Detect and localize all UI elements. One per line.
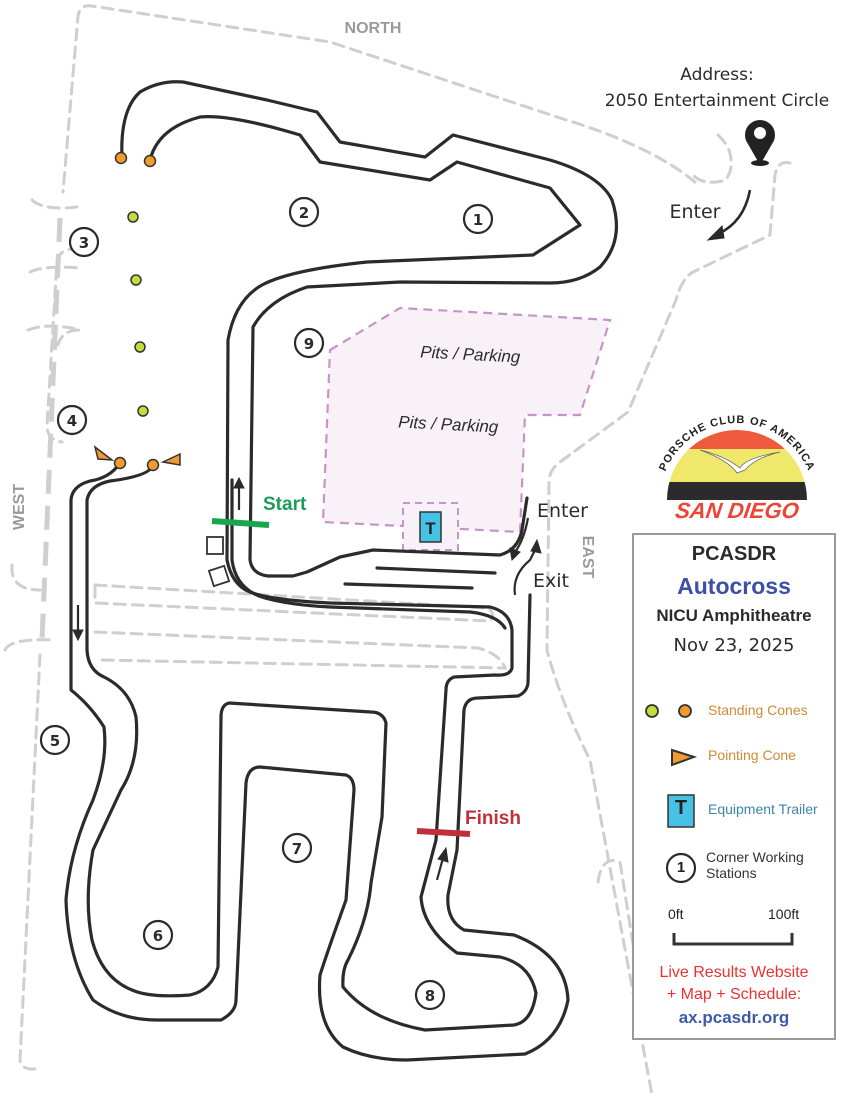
green-cone bbox=[127, 211, 139, 223]
svg-text:2: 2 bbox=[299, 204, 309, 222]
green-cone bbox=[137, 405, 149, 417]
pits-enter-label: Enter bbox=[537, 500, 588, 522]
orange-cone-icon bbox=[678, 704, 692, 718]
results-line-2: + Map + Schedule: bbox=[666, 986, 802, 1003]
property-boundaries bbox=[3, 4, 792, 1097]
svg-text:4: 4 bbox=[67, 412, 77, 430]
svg-text:3: 3 bbox=[79, 234, 89, 252]
direction-arrows bbox=[72, 189, 752, 881]
legend-corner-stations: Corner Working Stations bbox=[706, 849, 804, 881]
svg-text:T: T bbox=[425, 519, 436, 538]
svg-text:7: 7 bbox=[292, 840, 302, 858]
svg-text:8: 8 bbox=[425, 987, 435, 1005]
pits-parking-area bbox=[321, 306, 612, 534]
orange-cone bbox=[146, 458, 160, 472]
pits-exit-label: Exit bbox=[533, 570, 569, 592]
station-9: 9 bbox=[293, 327, 325, 359]
results-url-link[interactable]: ax.pcasdr.org bbox=[678, 1008, 790, 1027]
west-label: WEST bbox=[11, 484, 28, 530]
legend-standing-cones: Standing Cones bbox=[708, 702, 808, 718]
trailer-icon bbox=[667, 794, 695, 828]
org-name: PCASDR bbox=[691, 543, 777, 565]
svg-text:1: 1 bbox=[473, 211, 483, 229]
address-value: 2050 Entertainment Circle bbox=[605, 91, 829, 111]
orange-cone bbox=[114, 151, 128, 165]
address-enter-label: Enter bbox=[670, 201, 721, 223]
station-1: 1 bbox=[462, 203, 494, 235]
scale-end: 100ft bbox=[768, 906, 800, 922]
legend-equipment-trailer: Equipment Trailer bbox=[708, 801, 818, 817]
arrow-up-icon bbox=[233, 476, 245, 489]
east-label: EAST bbox=[579, 536, 596, 579]
legend-panel: PCASDR Autocross NICU Amphitheatre Nov 2… bbox=[632, 533, 836, 1040]
timing-box bbox=[206, 536, 224, 555]
results-line-1: Live Results Website bbox=[659, 964, 809, 981]
station-8: 8 bbox=[414, 979, 446, 1011]
station-icon bbox=[665, 852, 697, 884]
svg-text:6: 6 bbox=[153, 927, 163, 945]
legend-corner-line-2: Stations bbox=[706, 865, 757, 881]
event-title: Autocross bbox=[677, 573, 791, 599]
finish-label: Finish bbox=[465, 808, 521, 829]
orange-cone bbox=[113, 456, 127, 470]
location-pin-icon bbox=[745, 120, 775, 166]
north-label: NORTH bbox=[345, 20, 402, 37]
finish-line bbox=[416, 828, 471, 837]
enter-arrow-icon bbox=[706, 224, 725, 241]
address-label: Address: bbox=[680, 65, 753, 85]
green-cone bbox=[134, 341, 146, 353]
svg-text:9: 9 bbox=[304, 335, 314, 353]
standing-cones bbox=[93, 151, 181, 472]
legend-pointing-cone: Pointing Cone bbox=[708, 747, 796, 763]
trailer-icon-label: T bbox=[674, 797, 688, 819]
scale-bar bbox=[672, 933, 794, 946]
pointing-cone bbox=[93, 445, 115, 461]
corner-stations: 1 2 3 4 5 6 7 8 9 bbox=[39, 196, 494, 1011]
start-line bbox=[211, 518, 270, 528]
arrow-down-icon bbox=[72, 629, 84, 642]
course-track bbox=[64, 80, 619, 1062]
arrow-up-icon bbox=[437, 846, 449, 863]
venue-name: NICU Amphitheatre bbox=[656, 606, 812, 625]
legend-corner-line-1: Corner Working bbox=[706, 849, 804, 865]
event-date: Nov 23, 2025 bbox=[673, 635, 795, 656]
exit-arrow-icon bbox=[530, 538, 542, 554]
station-5: 5 bbox=[39, 724, 71, 756]
station-4: 4 bbox=[56, 404, 88, 436]
pointing-cone bbox=[160, 452, 181, 466]
scale-start: 0ft bbox=[668, 906, 684, 922]
svg-text:5: 5 bbox=[50, 732, 60, 750]
orange-cone bbox=[143, 154, 157, 168]
station-2: 2 bbox=[288, 196, 320, 228]
green-cone bbox=[130, 274, 142, 286]
pca-san-diego-logo: PORSCHE CLUB OF AMERICA SAN DIEGO bbox=[657, 414, 816, 523]
station-3: 3 bbox=[68, 226, 100, 258]
pointing-cone-icon bbox=[671, 748, 698, 767]
station-7: 7 bbox=[281, 832, 313, 864]
station-6: 6 bbox=[142, 919, 174, 951]
equipment-trailer: T bbox=[419, 511, 442, 543]
legend-symbols bbox=[645, 704, 794, 946]
start-label: Start bbox=[263, 494, 307, 515]
svg-text:SAN DIEGO: SAN DIEGO bbox=[674, 498, 801, 523]
enter-arrow-icon bbox=[509, 547, 521, 562]
green-cone-icon bbox=[645, 704, 659, 718]
timing-box bbox=[207, 564, 231, 588]
station-icon-label: 1 bbox=[676, 859, 686, 876]
